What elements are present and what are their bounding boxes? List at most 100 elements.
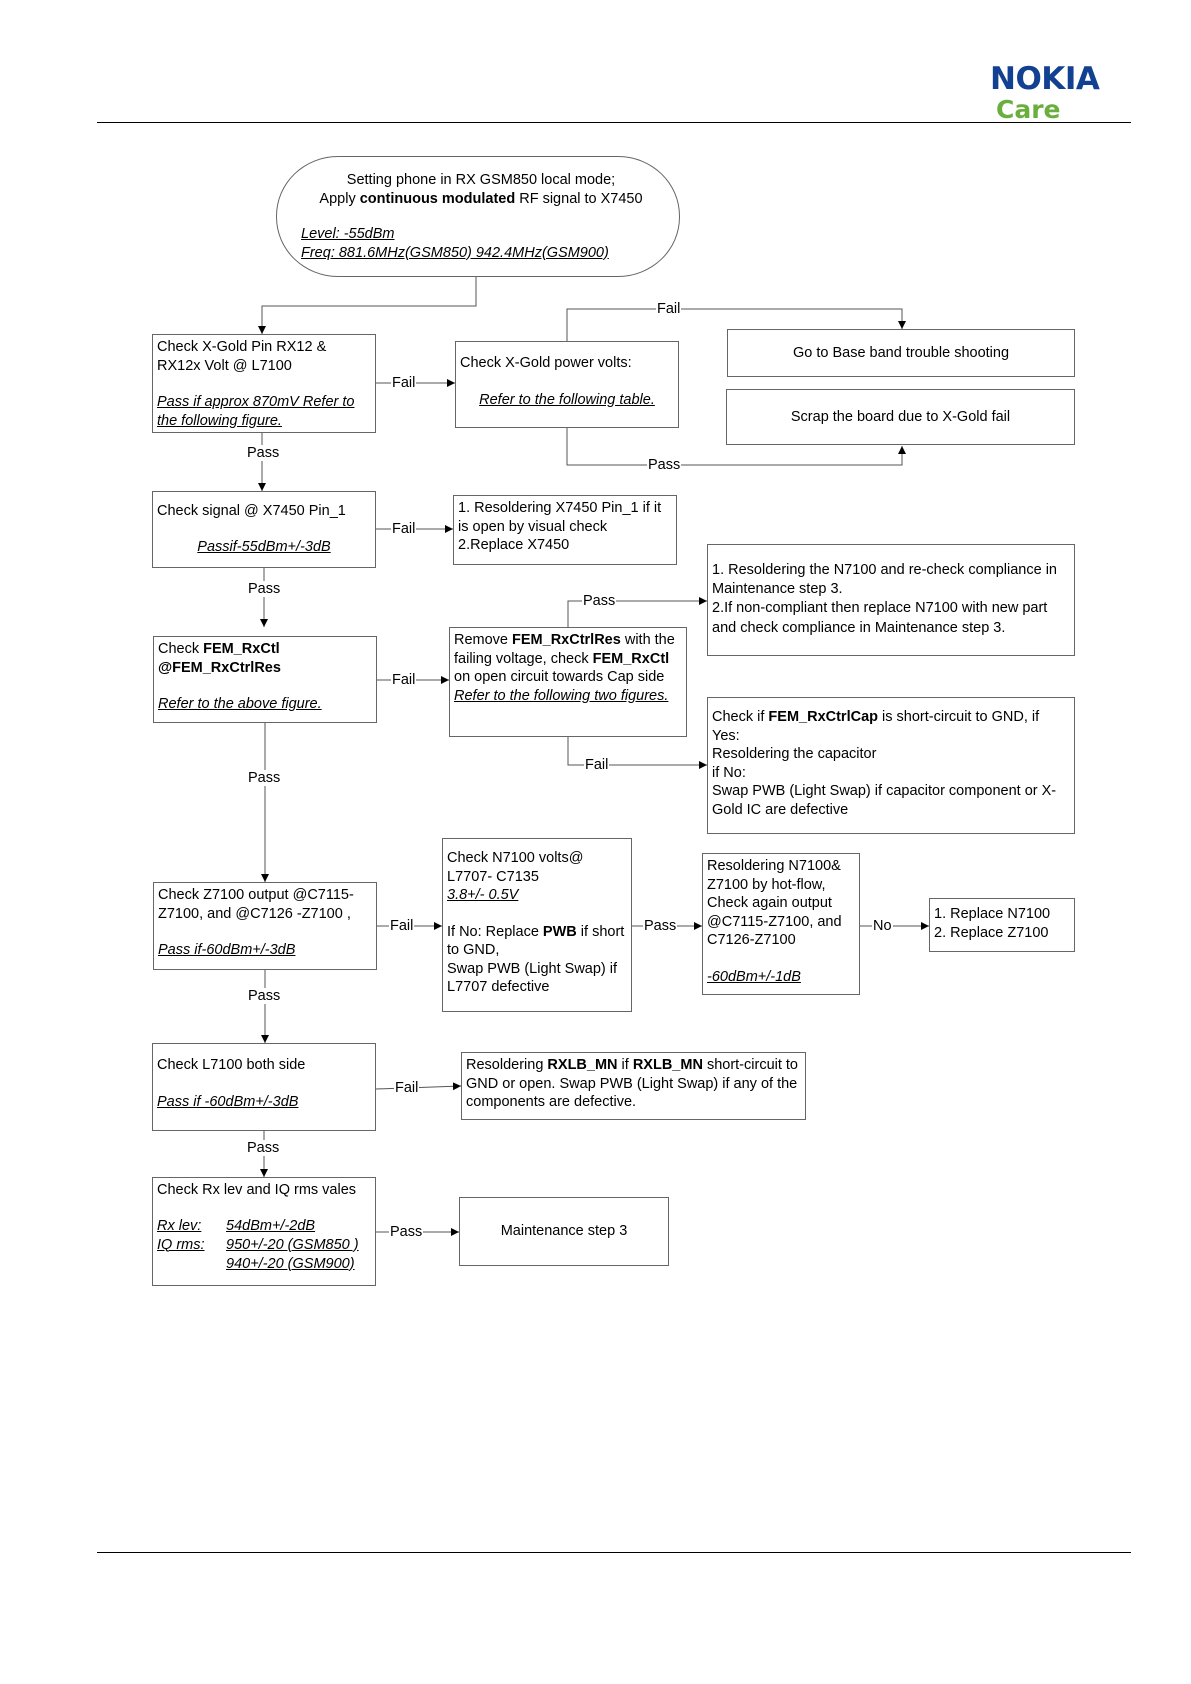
box-check-fem-rxctrlcap-line1: Check if FEM_RxCtrlCap is short-circuit … — [712, 708, 1070, 745]
box-check-fem-rxctl-line2: @FEM_RxCtrlRes — [158, 659, 372, 678]
label-fail-b15-b16: Fail — [394, 1080, 420, 1096]
start-line1: Setting phone in RX GSM850 local mode; — [346, 172, 616, 188]
label-pass-b12-b13: Pass — [643, 918, 678, 934]
start-freq: Freq: 881.6MHz(GSM850) 942.4MHz(GSM900) — [301, 244, 609, 261]
box-check-xgold-power-note: Refer to the following table. — [479, 391, 655, 408]
start-line2-bold: continuous modulated — [359, 190, 516, 207]
box-n7100-l2-bold: PWB — [542, 923, 577, 940]
label-pass-b11-b15: Pass — [247, 988, 282, 1004]
box-replace-parts-line2: 2. Replace Z7100 — [934, 924, 1049, 941]
box-remove-fem-rxctrlres-text: Remove FEM_RxCtrlRes with the failing vo… — [454, 631, 682, 687]
box-check-n7100-volts-line1: Check N7100 volts@ L7707- C7135 — [447, 850, 584, 885]
label-pass-b9-b7: Pass — [582, 593, 617, 609]
box-remove-bold1: FEM_RxCtrlRes — [512, 632, 621, 648]
box-check-n7100-volts-line3: Swap PWB (Light Swap) if L7707 defective — [447, 960, 618, 996]
box-resolder-x7450: 1. Resoldering X7450 Pin_1 if it is open… — [453, 495, 677, 565]
box-resolder-rxlb-mn-text: Resoldering RXLB_MN if RXLB_MN short-cir… — [466, 1056, 801, 1112]
connector-b9-b10 — [567, 737, 707, 769]
box-remove-pre: Remove — [454, 632, 513, 648]
start-line2-post: RF signal to X7450 — [515, 190, 643, 207]
box-replace-parts: 1. Replace N7100 2. Replace Z7100 — [929, 898, 1075, 952]
box-check-fem-rxctl-bold2: @FEM_RxCtrlRes — [158, 659, 281, 676]
box-resolder-n7100-line2: 2.If non-compliant then replace N7100 wi… — [712, 600, 1048, 636]
box-rxlb-bold2: RXLB_MN — [632, 1057, 703, 1073]
logo-sub-brand: Care — [996, 95, 1061, 124]
start-node: Setting phone in RX GSM850 local mode; A… — [276, 156, 680, 277]
box-resolder-n7100-hotflow-text: Resoldering N7100& Z7100 by hot-flow, Ch… — [707, 858, 842, 948]
box-resolder-x7450-line1: 1. Resoldering X7450 Pin_1 if it is open… — [458, 500, 662, 535]
label-fail-b8-b9: Fail — [391, 672, 417, 688]
box-resolder-n7100-recheck: 1. Resoldering the N7100 and re-check co… — [707, 544, 1075, 656]
box-check-l7100: Check L7100 both side Pass if -60dBm+/-3… — [152, 1043, 376, 1131]
box-check-fem-rxctl-pre: Check — [158, 641, 204, 657]
box-check-fem-rxctl-line1: Check FEM_RxCtl — [158, 640, 372, 659]
box-resolder-rxlb-mn: Resoldering RXLB_MN if RXLB_MN short-cir… — [461, 1052, 806, 1120]
label-fail-b5-b6: Fail — [391, 521, 417, 537]
label-fail-b1-b2: Fail — [391, 375, 417, 391]
label-no-b13-b14: No — [872, 918, 893, 934]
box-scrap-board: Scrap the board due to X-Gold fail — [726, 389, 1075, 445]
label-fail-b2-b3: Fail — [656, 301, 682, 317]
box-check-fem-rxctl-note: Refer to the above figure. — [158, 696, 322, 712]
label-pass-b1-b5: Pass — [246, 445, 281, 461]
box-n7100-l2-pre: If No: Replace — [447, 923, 543, 940]
box-replace-parts-line1: 1. Replace N7100 — [934, 906, 1051, 922]
box-check-fem-rxctrlcap: Check if FEM_RxCtrlCap is short-circuit … — [707, 697, 1075, 834]
box-rxlb-pre: Resoldering — [466, 1057, 548, 1073]
connector-b9-b7 — [567, 597, 707, 627]
rx-lev-key: Rx lev: — [157, 1217, 202, 1234]
box-check-fem-rxctrlcap-line4: Swap PWB (Light Swap) if capacitor compo… — [712, 783, 1057, 818]
box-check-fem-rxctrlcap-line2: Resoldering the capacitor — [712, 746, 877, 762]
box-check-n7100-volts-note: 3.8+/- 0.5V — [447, 887, 519, 903]
box-check-xgold-pin-text: Check X-Gold Pin RX12 & RX12x Volt @ L71… — [157, 339, 327, 374]
box-resolder-n7100-hotflow: Resoldering N7100& Z7100 by hot-flow, Ch… — [702, 853, 860, 995]
box-check-xgold-power: Check X-Gold power volts: Refer to the f… — [455, 341, 679, 428]
label-pass-b5-b8: Pass — [247, 581, 282, 597]
box-resolder-n7100-hotflow-note: -60dBm+/-1dB — [707, 968, 801, 985]
start-level: Level: -55dBm — [301, 226, 395, 242]
iq-rms-value-gsm900: 940+/-20 (GSM900) — [226, 1255, 355, 1272]
box-resolder-x7450-line2: 2.Replace X7450 — [458, 537, 570, 553]
box-check-n7100-volts-line2: If No: Replace PWB if short to GND, — [447, 923, 627, 960]
box-check-fem-rxctl-bold1: FEM_RxCtl — [203, 641, 280, 657]
label-pass-b17-b18: Pass — [389, 1224, 424, 1240]
box-cap-pre: Check if — [712, 709, 769, 725]
box-check-signal-x7450: Check signal @ X7450 Pin_1 Passif-55dBm+… — [152, 491, 376, 568]
box-rxlb-bold1: RXLB_MN — [547, 1057, 618, 1073]
box-check-rx-lev-iq: Check Rx lev and IQ rms vales Rx lev: 54… — [152, 1177, 376, 1286]
box-rxlb-mid: if — [617, 1057, 633, 1073]
box-remove-fem-rxctrlres-note: Refer to the following two figures. — [454, 687, 669, 704]
box-check-z7100-output: Check Z7100 output @C7115-Z7100, and @C7… — [153, 882, 377, 970]
connector-start-b1 — [258, 277, 477, 334]
connector-b2-b4 — [566, 428, 906, 466]
box-check-fem-rxctrlcap-line3: if No: — [712, 764, 746, 781]
box-baseband-troubleshooting-text: Go to Base band trouble shooting — [792, 344, 1010, 361]
label-fail-b11-b12: Fail — [389, 918, 415, 934]
header-rule — [97, 122, 1131, 123]
box-check-rx-lev-iq-text: Check Rx lev and IQ rms vales — [157, 1182, 357, 1198]
box-remove-fem-rxctrlres: Remove FEM_RxCtrlRes with the failing vo… — [449, 627, 687, 737]
box-check-xgold-pin: Check X-Gold Pin RX12 & RX12x Volt @ L71… — [152, 334, 376, 433]
start-line2: Apply continuous modulated RF signal to … — [301, 190, 661, 209]
box-check-l7100-note: Pass if -60dBm+/-3dB — [157, 1093, 299, 1110]
box-baseband-troubleshooting: Go to Base band trouble shooting — [727, 329, 1075, 377]
box-check-n7100-volts: Check N7100 volts@ L7707- C7135 3.8+/- 0… — [442, 838, 632, 1012]
label-pass-b8-b11: Pass — [247, 770, 282, 786]
rx-lev-iq-table: Rx lev: 54dBm+/-2dB IQ rms: 950+/-20 (GS… — [157, 1217, 359, 1274]
box-check-signal-x7450-note: Passif-55dBm+/-3dB — [197, 538, 331, 555]
box-check-xgold-pin-note: Pass if approx 870mV Refer to the follow… — [157, 394, 355, 429]
box-n7100-l2-post: if short to GND, — [447, 923, 625, 959]
label-pass-b2-b4: Pass — [647, 457, 682, 473]
logo-brand: NOKIA — [990, 61, 1100, 97]
box-scrap-board-text: Scrap the board due to X-Gold fail — [790, 408, 1011, 425]
box-check-z7100-output-note: Pass if-60dBm+/-3dB — [158, 942, 296, 958]
label-fail-b9-b10: Fail — [584, 757, 610, 773]
box-maintenance-step-3: Maintenance step 3 — [459, 1197, 669, 1266]
box-check-l7100-text: Check L7100 both side — [157, 1057, 306, 1073]
box-remove-bold2: FEM_RxCtl — [592, 650, 670, 667]
box-check-z7100-output-text: Check Z7100 output @C7115-Z7100, and @C7… — [158, 887, 354, 922]
footer-rule — [97, 1552, 1131, 1553]
box-maintenance-step-3-text: Maintenance step 3 — [500, 1223, 628, 1240]
box-remove-post: on open circuit towards Cap side — [454, 669, 665, 685]
